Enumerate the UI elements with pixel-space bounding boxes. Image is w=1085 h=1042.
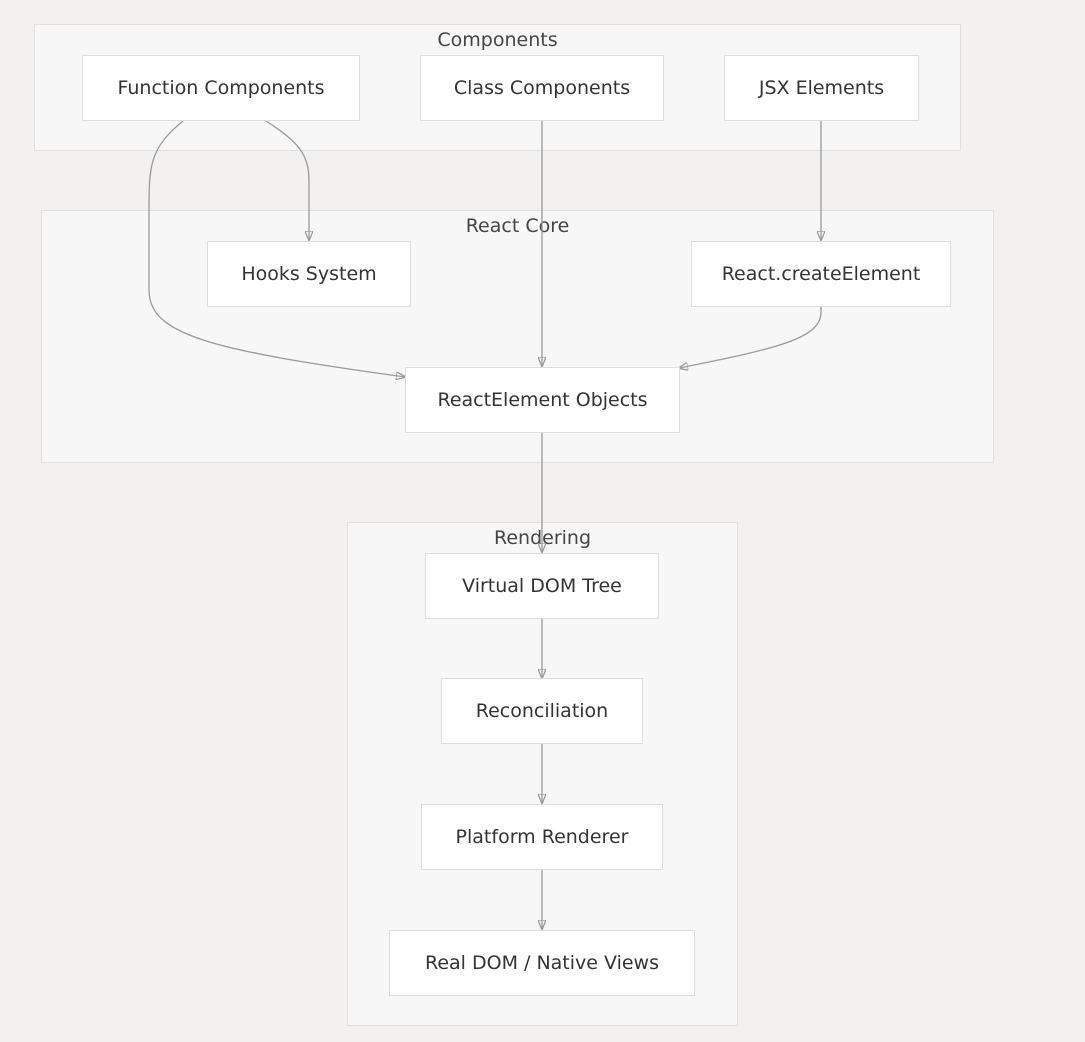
group-rendering-label: Rendering — [493, 527, 592, 549]
node-real-dom-native-views: Real DOM / Native Views — [389, 930, 695, 996]
node-react-create-element: React.createElement — [691, 241, 951, 307]
node-virtual-dom-tree: Virtual DOM Tree — [425, 553, 659, 619]
group-react-core-label: React Core — [465, 215, 570, 237]
node-jsx-elements: JSX Elements — [724, 55, 919, 121]
node-class-components: Class Components — [420, 55, 664, 121]
node-function-components: Function Components — [82, 55, 360, 121]
node-platform-renderer: Platform Renderer — [421, 804, 663, 870]
group-components-label: Components — [437, 29, 558, 51]
node-hooks-system: Hooks System — [207, 241, 411, 307]
node-react-element-objects: ReactElement Objects — [405, 367, 680, 433]
node-reconciliation: Reconciliation — [441, 678, 643, 744]
